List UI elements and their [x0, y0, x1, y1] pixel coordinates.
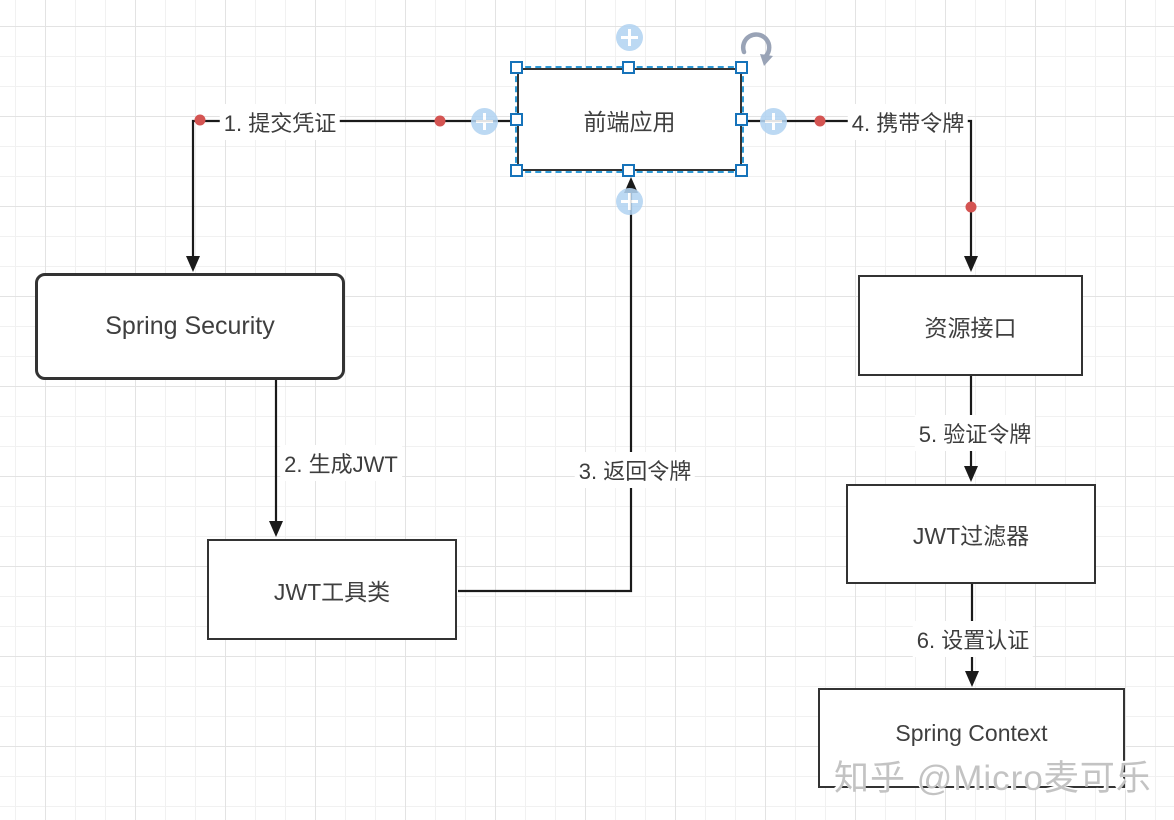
waypoint-dot[interactable]: [965, 201, 977, 213]
node-spring-security-label: Spring Security: [105, 312, 275, 340]
direction-arrow-icon-right[interactable]: [760, 108, 787, 135]
node-resource-api-label: 资源接口: [924, 314, 1017, 341]
direction-arrow-icon-top[interactable]: [616, 24, 643, 51]
resize-handle-ne[interactable]: [735, 61, 748, 74]
node-resource-api[interactable]: 资源接口: [858, 275, 1083, 376]
node-spring-security[interactable]: Spring Security: [35, 273, 345, 380]
resize-handle-nw[interactable]: [510, 61, 523, 74]
resize-handle-e[interactable]: [735, 113, 748, 126]
node-jwt-filter-label: JWT过滤器: [912, 523, 1030, 549]
watermark: 知乎 @Micro麦可乐: [834, 759, 1152, 798]
edge-label-1[interactable]: 1. 提交凭证: [219, 104, 341, 140]
edge-3-line[interactable]: [458, 192, 633, 593]
direction-arrow-icon-left[interactable]: [471, 108, 498, 135]
waypoint-dot[interactable]: [194, 114, 206, 126]
direction-arrow-icon-bottom[interactable]: [616, 188, 643, 215]
edge-label-3[interactable]: 3. 返回令牌: [574, 452, 696, 488]
waypoint-dot[interactable]: [814, 115, 826, 127]
rotate-icon[interactable]: [736, 30, 780, 83]
node-frontend-app[interactable]: 前端应用: [517, 68, 742, 171]
resize-handle-n[interactable]: [622, 61, 635, 74]
waypoint-dot[interactable]: [434, 115, 446, 127]
edge-label-6[interactable]: 6. 设置认证: [912, 621, 1034, 657]
edge-4-arrowhead: [964, 256, 978, 272]
node-frontend-app-label: 前端应用: [583, 108, 676, 135]
edge-2-arrowhead: [269, 521, 283, 537]
edge-1-arrowhead: [186, 256, 200, 272]
resize-handle-s[interactable]: [622, 164, 635, 177]
node-spring-context-label: Spring Context: [895, 720, 1048, 746]
edge-4-line[interactable]: [744, 119, 973, 265]
resize-handle-sw[interactable]: [510, 164, 523, 177]
node-spring-context[interactable]: Spring Context: [818, 688, 1125, 788]
edge-1-line[interactable]: [191, 119, 515, 265]
edge-5-arrowhead: [964, 466, 978, 482]
edge-6-arrowhead: [965, 671, 979, 687]
edge-label-5[interactable]: 5. 验证令牌: [914, 415, 1036, 451]
edge-label-4[interactable]: 4. 携带令牌: [847, 104, 969, 140]
resize-handle-se[interactable]: [735, 164, 748, 177]
node-jwt-util-label: JWT工具类: [273, 578, 391, 605]
edge-label-2[interactable]: 2. 生成JWT: [280, 445, 402, 481]
node-jwt-util[interactable]: JWT工具类: [207, 539, 457, 640]
node-jwt-filter[interactable]: JWT过滤器: [846, 484, 1096, 584]
resize-handle-w[interactable]: [510, 113, 523, 126]
